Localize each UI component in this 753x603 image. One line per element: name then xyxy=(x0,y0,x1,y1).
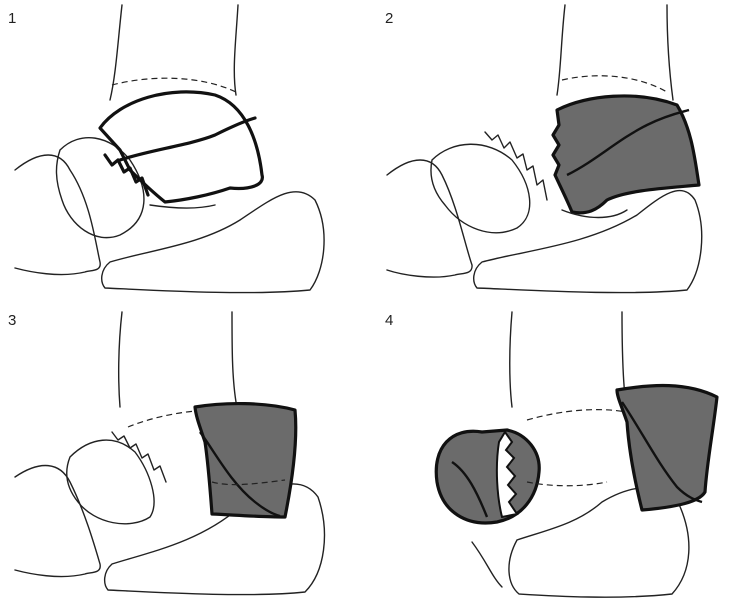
tibia-outline xyxy=(119,312,236,407)
joint-line-dashed xyxy=(527,410,627,420)
shaded-talus-fragment xyxy=(617,386,717,510)
panel-3-drawing xyxy=(0,302,376,603)
navicular-outline xyxy=(431,144,530,232)
joint-line-dashed xyxy=(562,76,667,92)
fracture-fragment-outline xyxy=(100,92,262,202)
panel-4: 4 xyxy=(377,302,753,603)
panel-4-drawing xyxy=(377,302,753,603)
tibia-outline xyxy=(110,5,238,100)
panel-2: 2 xyxy=(377,0,753,301)
navicular-outline xyxy=(56,138,143,238)
joint-line-dashed xyxy=(112,78,236,92)
inner-fracture-line xyxy=(120,118,255,160)
panel-1: 1 xyxy=(0,0,376,301)
panel-1-drawing xyxy=(0,0,376,301)
ankle-outline xyxy=(472,542,502,587)
talus-dome xyxy=(150,205,215,208)
navicular-outline xyxy=(67,440,154,524)
tibia-outline xyxy=(510,312,625,407)
panel-3: 3 xyxy=(0,302,376,603)
calcaneus-outline xyxy=(15,155,324,293)
shaded-talus-fragment xyxy=(195,404,296,517)
panel-2-drawing xyxy=(377,0,753,301)
shaded-navicular-fragment xyxy=(436,430,539,523)
hidden-contour-dashed xyxy=(527,482,607,486)
